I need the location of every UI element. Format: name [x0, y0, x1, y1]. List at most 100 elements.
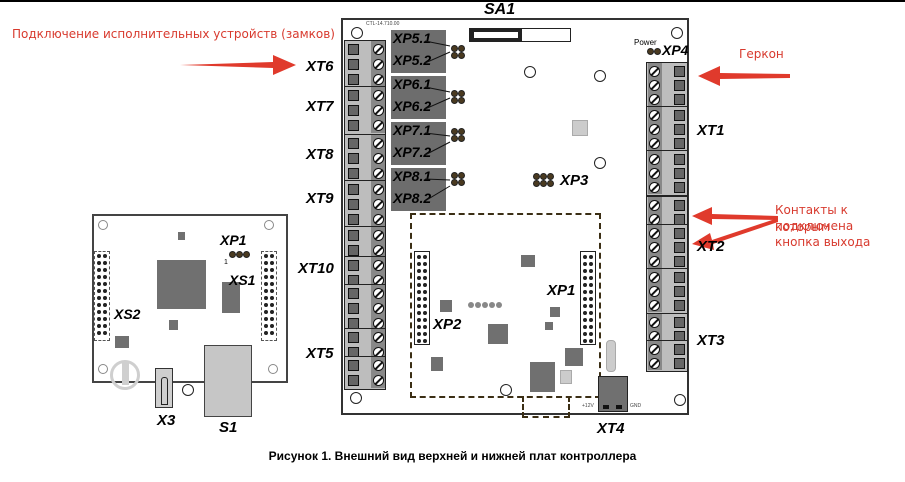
terminal-screw-icon[interactable] — [649, 168, 660, 179]
mount-hole — [182, 384, 194, 396]
jumper-pin[interactable] — [451, 52, 458, 59]
terminal-screw-icon[interactable] — [649, 256, 660, 267]
chip — [115, 336, 129, 348]
label-xp8-2: XP8.2 — [393, 190, 432, 206]
terminal-screw-icon[interactable] — [373, 90, 384, 101]
terminal-block[interactable] — [646, 196, 688, 228]
header-pin — [417, 325, 421, 329]
terminal-screw-icon[interactable] — [373, 214, 384, 225]
terminal-block[interactable] — [344, 180, 386, 229]
jumper-pin[interactable] — [451, 135, 458, 142]
terminal-screw-icon[interactable] — [373, 332, 384, 343]
jumper-pin[interactable] — [458, 97, 465, 104]
terminal-screw-icon[interactable] — [373, 303, 384, 314]
pad — [482, 302, 488, 308]
jumper-pin[interactable] — [451, 128, 458, 135]
terminal-screw-icon[interactable] — [649, 80, 660, 91]
terminal-socket — [348, 375, 359, 386]
terminal-screw-icon[interactable] — [373, 184, 384, 195]
terminal-screw-icon[interactable] — [649, 228, 660, 239]
terminal-screw-icon[interactable] — [649, 94, 660, 105]
terminal-screw-icon[interactable] — [373, 74, 384, 85]
terminal-block[interactable] — [646, 106, 688, 152]
switch-sa1[interactable] — [469, 28, 571, 42]
terminal-block[interactable] — [646, 224, 688, 270]
terminal-socket — [674, 168, 685, 179]
terminal-block[interactable] — [344, 356, 386, 390]
terminal-screw-icon[interactable] — [649, 300, 660, 311]
terminal-socket — [348, 214, 359, 225]
jumper-pin[interactable] — [451, 172, 458, 179]
label-xt8: XT8 — [306, 146, 334, 163]
xp2-header[interactable] — [414, 251, 430, 345]
header-pin — [264, 289, 268, 293]
terminal-block[interactable] — [344, 134, 386, 183]
terminal-screw-icon[interactable] — [373, 120, 384, 131]
terminal-block[interactable] — [344, 40, 386, 89]
terminal-socket — [674, 94, 685, 105]
ethernet-jack-s1[interactable] — [204, 345, 252, 417]
terminal-screw-icon[interactable] — [373, 59, 384, 70]
terminal-screw-icon[interactable] — [649, 200, 660, 211]
label-xt4: XT4 — [597, 420, 625, 437]
jumper-pin[interactable] — [451, 179, 458, 186]
terminal-screw-icon[interactable] — [649, 358, 660, 369]
usb-port-x3[interactable] — [155, 368, 173, 408]
terminal-screw-icon[interactable] — [373, 44, 384, 55]
terminal-screw-icon[interactable] — [649, 286, 660, 297]
terminal-block[interactable] — [646, 313, 688, 345]
jumper-pin[interactable] — [458, 128, 465, 135]
terminal-screw-icon[interactable] — [649, 138, 660, 149]
terminal-screw-icon[interactable] — [373, 260, 384, 271]
terminal-screw-icon[interactable] — [649, 272, 660, 283]
pad — [475, 302, 481, 308]
jumper-pin[interactable] — [458, 52, 465, 59]
terminal-screw-icon[interactable] — [649, 242, 660, 253]
jumper-pin[interactable] — [451, 97, 458, 104]
terminal-block[interactable] — [344, 86, 386, 135]
terminal-socket — [674, 138, 685, 149]
terminal-block[interactable] — [344, 226, 386, 260]
label-xp6-2: XP6.2 — [393, 98, 432, 114]
terminal-screw-icon[interactable] — [373, 105, 384, 116]
header-pin — [423, 276, 427, 280]
terminal-block[interactable] — [344, 284, 386, 333]
terminal-screw-icon[interactable] — [373, 375, 384, 386]
xs2-header[interactable] — [94, 251, 110, 341]
terminal-screw-icon[interactable] — [649, 344, 660, 355]
terminal-screw-icon[interactable] — [649, 110, 660, 121]
terminal-screw-icon[interactable] — [649, 182, 660, 193]
terminal-screw-icon[interactable] — [649, 154, 660, 165]
xp3-pin — [540, 173, 547, 180]
arrows-to-xt2-icon — [692, 207, 778, 250]
terminal-screw-icon[interactable] — [649, 124, 660, 135]
terminal-screw-icon[interactable] — [373, 230, 384, 241]
jumper-pin[interactable] — [458, 172, 465, 179]
label-xt10: XT10 — [298, 260, 334, 277]
jumper-pin[interactable] — [451, 45, 458, 52]
terminal-screw-icon[interactable] — [373, 168, 384, 179]
jumper-pin[interactable] — [458, 135, 465, 142]
terminal-block[interactable] — [646, 62, 688, 108]
terminal-screw-icon[interactable] — [373, 153, 384, 164]
terminal-screw-icon[interactable] — [373, 199, 384, 210]
terminal-screw-icon[interactable] — [649, 66, 660, 77]
xs1-header[interactable] — [261, 251, 277, 341]
terminal-screw-icon[interactable] — [373, 288, 384, 299]
terminal-screw-icon[interactable] — [373, 138, 384, 149]
header-pin — [589, 269, 593, 273]
terminal-block[interactable] — [646, 150, 688, 196]
header-pin — [264, 275, 268, 279]
terminal-screw-icon[interactable] — [373, 245, 384, 256]
header-pin — [270, 254, 274, 258]
jumper-pin[interactable] — [451, 90, 458, 97]
terminal-block[interactable] — [646, 268, 688, 314]
terminal-screw-icon[interactable] — [649, 317, 660, 328]
jumper-pin[interactable] — [458, 90, 465, 97]
terminal-block[interactable] — [646, 340, 688, 372]
terminal-socket — [348, 74, 359, 85]
terminal-screw-icon[interactable] — [373, 360, 384, 371]
jumper-pin[interactable] — [458, 179, 465, 186]
xp1-header[interactable] — [580, 251, 596, 345]
jumper-pin[interactable] — [458, 45, 465, 52]
